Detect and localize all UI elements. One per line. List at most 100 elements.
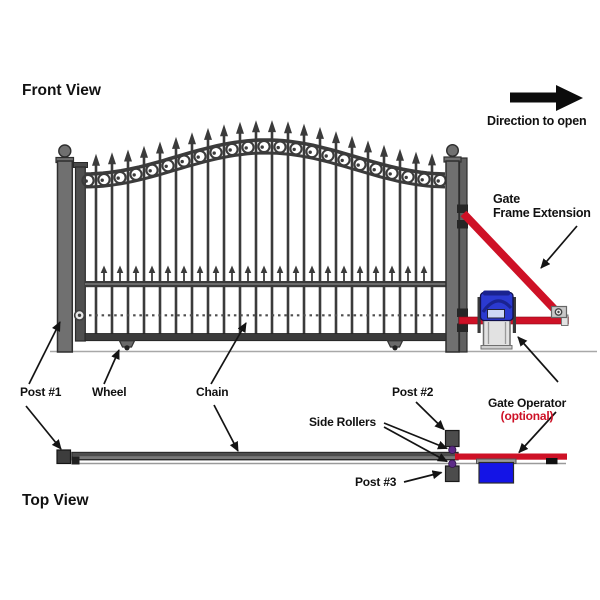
- scroll-center: [260, 145, 264, 149]
- picket-spear: [420, 265, 428, 273]
- scroll-center: [388, 172, 392, 176]
- scroll-center: [212, 151, 216, 155]
- scroll-center: [324, 154, 328, 158]
- scroll-ornament: [161, 159, 175, 173]
- bottom-rail: [84, 333, 448, 342]
- spear-finial: [140, 145, 148, 158]
- arrow-gate-operator-up: [517, 336, 559, 383]
- picket-spear: [308, 265, 316, 273]
- picket-spear: [324, 265, 332, 273]
- gate-operator-front: [477, 290, 516, 350]
- arrow-chain-up: [210, 322, 247, 385]
- scroll-ornament: [337, 153, 351, 167]
- annotation-arrows: [25, 225, 578, 483]
- picket-spear: [260, 265, 268, 273]
- picket-spear: [276, 265, 284, 273]
- arch-scrollwork: [81, 139, 447, 188]
- gate-operator-label: Gate Operator (optional): [482, 383, 572, 437]
- spear-finial: [396, 148, 404, 161]
- post3-label: Post #3: [355, 475, 397, 489]
- spear-finial: [236, 121, 244, 134]
- spear-finial: [348, 135, 356, 148]
- picket-spear: [228, 265, 236, 273]
- scroll-center: [420, 178, 424, 182]
- gate-operator-optional-label: (optional): [500, 409, 554, 423]
- scroll-ornament: [145, 163, 159, 177]
- spear-finial: [172, 136, 180, 149]
- picket-spear: [388, 265, 396, 273]
- mid-pickets: [100, 265, 428, 282]
- wheel-right: [386, 340, 404, 351]
- arrow-post2: [415, 401, 445, 431]
- front-view-drawing: [50, 85, 597, 353]
- scroll-center: [340, 158, 344, 163]
- scroll-ornament: [257, 139, 271, 154]
- gate-front: [73, 120, 448, 351]
- post1-front: [55, 144, 75, 353]
- picket-spear: [100, 265, 108, 273]
- gate-end-fitting-top: [71, 456, 80, 465]
- picket-spear: [180, 265, 188, 273]
- direction-arrow-icon: [510, 85, 583, 111]
- scroll-ornament: [289, 142, 303, 156]
- gate-operator-label-line1: Gate Operator: [487, 395, 567, 410]
- picket-spear: [244, 265, 252, 273]
- scroll-ornament: [97, 172, 111, 187]
- scroll-center: [116, 176, 120, 180]
- scroll-center: [164, 164, 168, 168]
- scroll-ornament: [417, 172, 431, 186]
- picket-spear: [212, 265, 220, 273]
- spear-finial: [364, 140, 372, 153]
- scroll-center: [180, 159, 184, 164]
- scroll-center: [292, 147, 296, 152]
- picket-spear: [372, 265, 380, 273]
- scroll-ornament: [113, 170, 127, 185]
- scroll-center: [244, 146, 248, 150]
- top-view-title: Top View: [22, 492, 89, 509]
- spear-finial: [124, 149, 132, 162]
- arrow-gate-frame-extension: [540, 225, 578, 269]
- picket-spear: [164, 265, 172, 273]
- picket-spear: [148, 265, 156, 273]
- scroll-center: [196, 155, 200, 159]
- scroll-ornament: [225, 142, 239, 157]
- spear-finial: [428, 153, 436, 166]
- scroll-ornament: [81, 173, 95, 188]
- arrow-post1-down: [25, 405, 62, 450]
- scroll-ornament: [273, 140, 287, 154]
- arrow-post3: [403, 470, 443, 483]
- picket-spear: [404, 265, 412, 273]
- picket-spear: [340, 265, 348, 273]
- top-view-drawing: [56, 429, 567, 484]
- picket-spear: [292, 265, 300, 273]
- spear-finial: [284, 121, 292, 134]
- spear-finial: [332, 131, 340, 144]
- gate-operator-top: [478, 461, 515, 484]
- post2-top: [444, 429, 460, 448]
- side-roller-top-2: [448, 459, 457, 468]
- scroll-ornament: [305, 144, 319, 159]
- scroll-center: [404, 175, 408, 180]
- spear-finial: [252, 120, 260, 133]
- post2-front: [443, 143, 468, 353]
- spear-finial: [380, 144, 388, 157]
- extension-bar-top: [455, 453, 567, 460]
- scroll-center: [356, 163, 360, 167]
- picket-spear: [356, 265, 364, 273]
- scroll-ornament: [177, 154, 191, 168]
- scroll-center: [308, 150, 312, 154]
- scroll-ornament: [129, 167, 143, 181]
- scroll-ornament: [193, 149, 207, 164]
- arrow-side-roller-2: [383, 426, 448, 463]
- scroll-center: [148, 169, 152, 173]
- side-roller-top-1: [448, 445, 457, 454]
- scroll-center: [84, 179, 88, 183]
- picket-spear: [132, 265, 140, 273]
- scroll-center: [100, 178, 104, 182]
- spear-finial: [316, 126, 324, 139]
- arrow-chain-down: [213, 404, 239, 452]
- arrow-side-roller-1: [383, 422, 448, 450]
- post3-top: [444, 465, 460, 483]
- scroll-ornament: [433, 173, 447, 188]
